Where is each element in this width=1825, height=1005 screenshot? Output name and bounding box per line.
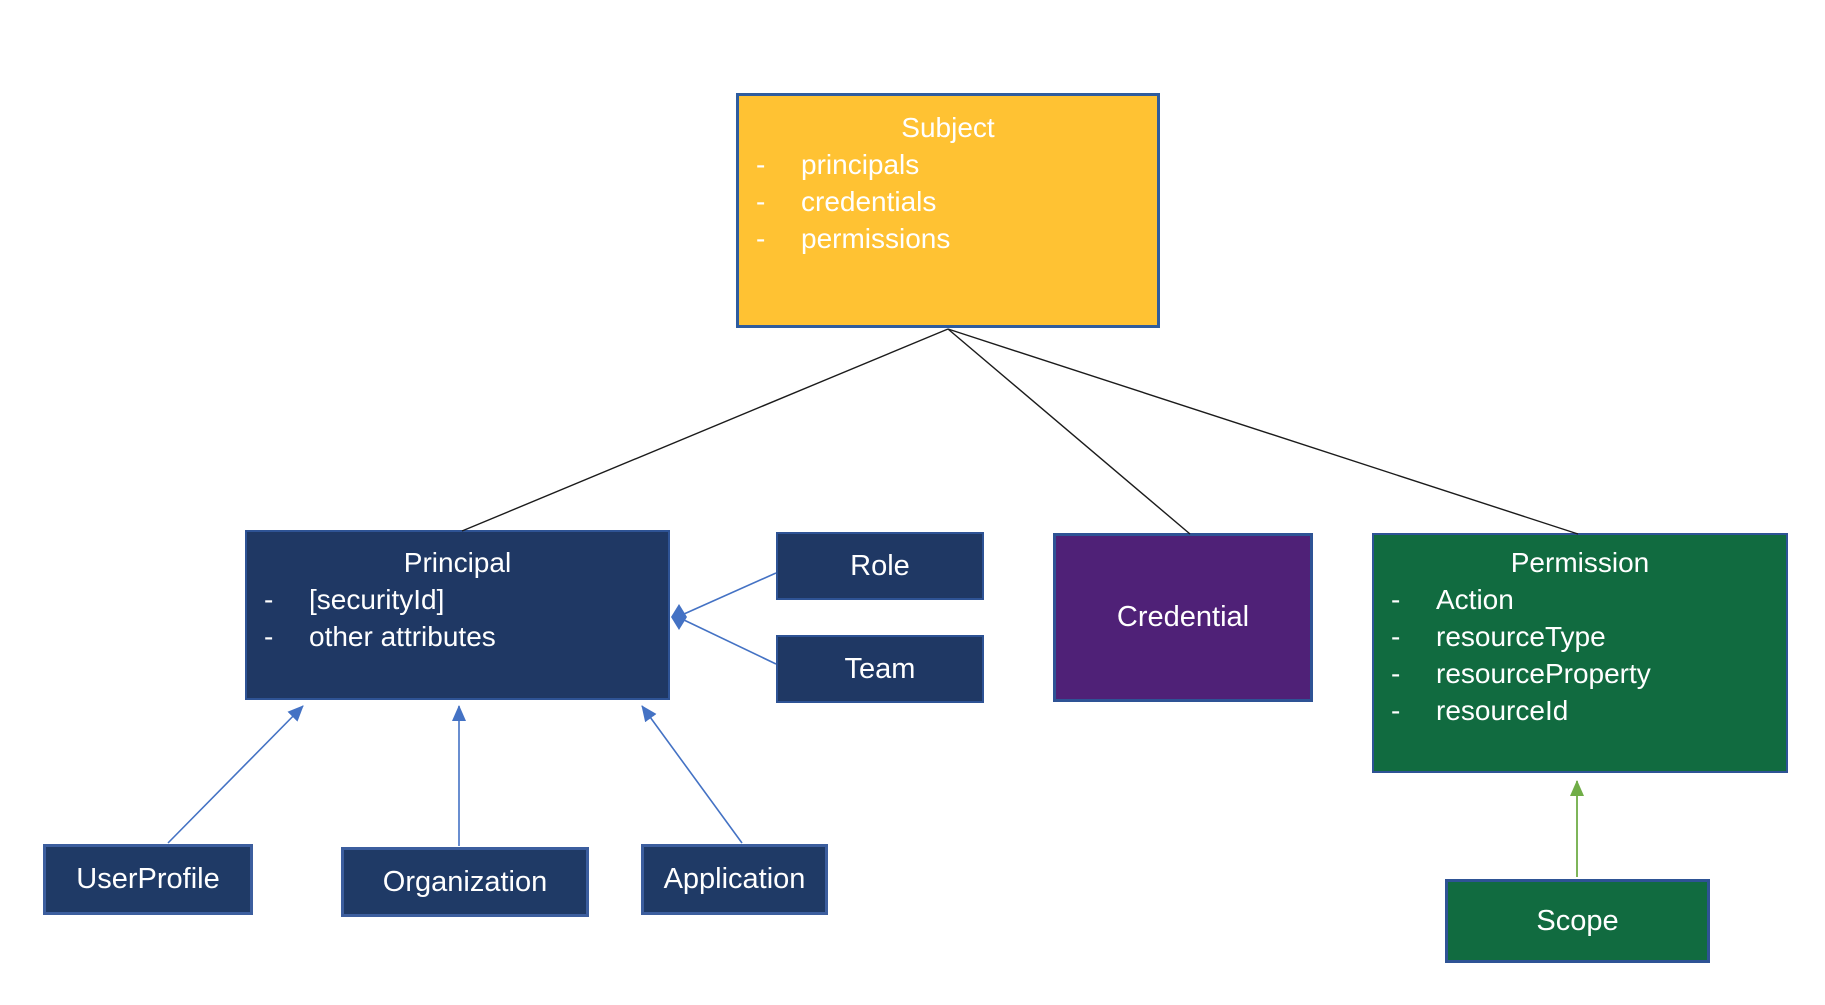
subject-attribute: - permissions [739, 220, 1157, 257]
connector-role-principal [683, 572, 777, 615]
permission-attribute-label: resourceType [1436, 621, 1606, 652]
bullet-dash: - [1391, 621, 1401, 652]
userprofile-label: UserProfile [76, 863, 220, 895]
permission-attribute: - Action [1374, 581, 1786, 618]
bullet-dash: - [1391, 658, 1401, 689]
principal-box: Principal - [securityId] - other attribu… [245, 530, 670, 700]
credential-label: Credential [1116, 601, 1250, 633]
credential-box: Credential [1053, 533, 1313, 702]
permission-attribute: - resourceId [1374, 692, 1786, 729]
scope-box: Scope [1445, 879, 1710, 963]
organization-label: Organization [382, 865, 548, 898]
principal-attribute: - [securityId] [247, 581, 668, 618]
subject-attribute-label: credentials [801, 186, 937, 217]
bullet-dash: - [264, 621, 274, 652]
diamond-arrowhead-icon [671, 604, 687, 630]
principal-attribute-label: [securityId] [309, 584, 445, 615]
connector-team-principal [683, 619, 777, 665]
bullet-dash: - [756, 186, 766, 217]
role-label: Role [850, 549, 910, 582]
subject-attribute-label: permissions [801, 223, 951, 254]
principal-attribute: - other attributes [247, 618, 668, 655]
organization-box: Organization [341, 847, 589, 917]
team-label: Team [844, 652, 916, 685]
connector-subject-principal [461, 328, 949, 532]
bullet-dash: - [1391, 695, 1401, 726]
principal-attribute-label: other attributes [309, 621, 496, 652]
subject-title: Subject [901, 112, 995, 143]
permission-attribute-label: Action [1436, 584, 1514, 615]
bullet-dash: - [264, 584, 274, 615]
permission-attribute: - resourceProperty [1374, 655, 1786, 692]
subject-attribute: - principals [739, 146, 1157, 183]
permission-box: Permission - Action - resourceType - res… [1372, 533, 1788, 773]
subject-attribute: - credentials [739, 183, 1157, 220]
application-box: Application [641, 844, 828, 915]
application-label: Application [663, 863, 806, 895]
permission-attribute-label: resourceProperty [1436, 658, 1651, 689]
bullet-dash: - [1391, 584, 1401, 615]
userprofile-box: UserProfile [43, 844, 253, 915]
subject-attribute-label: principals [801, 149, 920, 180]
connector-subject-credential [947, 328, 1191, 535]
bullet-dash: - [756, 149, 766, 180]
connector-subject-permission [947, 328, 1579, 535]
scope-label: Scope [1536, 904, 1619, 937]
permission-title: Permission [1510, 547, 1650, 578]
bullet-dash: - [756, 223, 766, 254]
subject-box: Subject - principals - credentials - per… [736, 93, 1160, 328]
principal-title: Principal [403, 547, 512, 578]
connector-userprofile-principal [167, 705, 304, 844]
team-box: Team [776, 635, 984, 703]
connector-application-principal [641, 705, 743, 844]
permission-attribute-label: resourceId [1436, 695, 1569, 726]
role-box: Role [776, 532, 984, 600]
permission-attribute: - resourceType [1374, 618, 1786, 655]
